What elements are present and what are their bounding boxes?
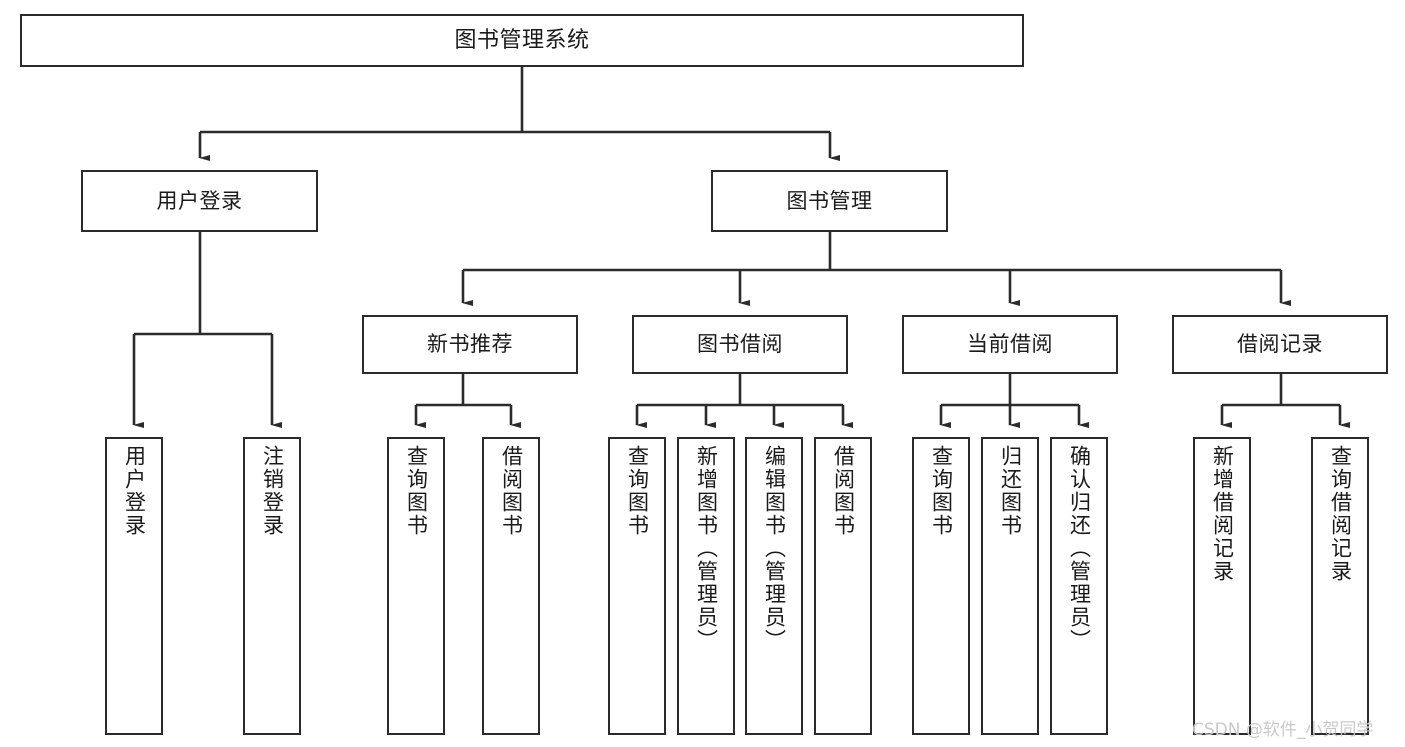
node-leaf-add-book[interactable]: 新增图书（管理员） [677, 437, 735, 735]
node-leaf-query-book-1-label: 查询图书 [404, 445, 429, 537]
node-user-login[interactable]: 用户登录 [81, 170, 318, 232]
node-current-borrow[interactable]: 当前借阅 [902, 315, 1118, 374]
node-root[interactable]: 图书管理系统 [20, 14, 1024, 67]
node-leaf-user-login[interactable]: 用户登录 [105, 437, 163, 735]
node-leaf-borrow-book-2[interactable]: 借阅图书 [814, 437, 872, 735]
node-leaf-return-book-label: 归还图书 [998, 445, 1023, 537]
node-leaf-query-book-2[interactable]: 查询图书 [608, 437, 666, 735]
node-leaf-query-book-3[interactable]: 查询图书 [912, 437, 970, 735]
node-borrow-record[interactable]: 借阅记录 [1172, 315, 1388, 374]
node-leaf-query-book-2-label: 查询图书 [625, 445, 650, 537]
node-leaf-edit-book-label: 编辑图书（管理员） [762, 445, 787, 652]
node-leaf-borrow-book-2-label: 借阅图书 [831, 445, 856, 537]
node-book-manage[interactable]: 图书管理 [711, 170, 948, 232]
node-leaf-return-book[interactable]: 归还图书 [981, 437, 1039, 735]
node-leaf-confirm-return-label: 确认归还（管理员） [1067, 445, 1092, 652]
node-leaf-query-record-label: 查询借阅记录 [1328, 445, 1353, 583]
node-leaf-add-record-label: 新增借阅记录 [1210, 445, 1235, 583]
node-borrow-record-label: 借阅记录 [1237, 332, 1323, 357]
node-user-login-label: 用户登录 [156, 188, 243, 213]
node-leaf-query-record[interactable]: 查询借阅记录 [1311, 437, 1369, 735]
node-leaf-query-book-1[interactable]: 查询图书 [387, 437, 445, 735]
node-leaf-borrow-book-1-label: 借阅图书 [499, 445, 524, 537]
node-leaf-add-book-label: 新增图书（管理员） [694, 445, 719, 652]
node-new-book-rec[interactable]: 新书推荐 [362, 315, 578, 374]
node-current-borrow-label: 当前借阅 [967, 332, 1053, 357]
node-book-borrow-label: 图书借阅 [697, 332, 783, 357]
node-leaf-confirm-return[interactable]: 确认归还（管理员） [1050, 437, 1108, 735]
node-leaf-logout[interactable]: 注销登录 [243, 437, 301, 735]
node-book-manage-label: 图书管理 [786, 188, 873, 213]
node-leaf-borrow-book-1[interactable]: 借阅图书 [482, 437, 540, 735]
node-leaf-query-book-3-label: 查询图书 [929, 445, 954, 537]
node-root-label: 图书管理系统 [454, 27, 590, 53]
node-leaf-logout-label: 注销登录 [260, 445, 285, 537]
node-leaf-add-record[interactable]: 新增借阅记录 [1193, 437, 1251, 735]
node-book-borrow[interactable]: 图书借阅 [632, 315, 848, 374]
node-leaf-edit-book[interactable]: 编辑图书（管理员） [745, 437, 803, 735]
node-new-book-rec-label: 新书推荐 [427, 332, 513, 357]
node-leaf-user-login-label: 用户登录 [122, 445, 147, 537]
